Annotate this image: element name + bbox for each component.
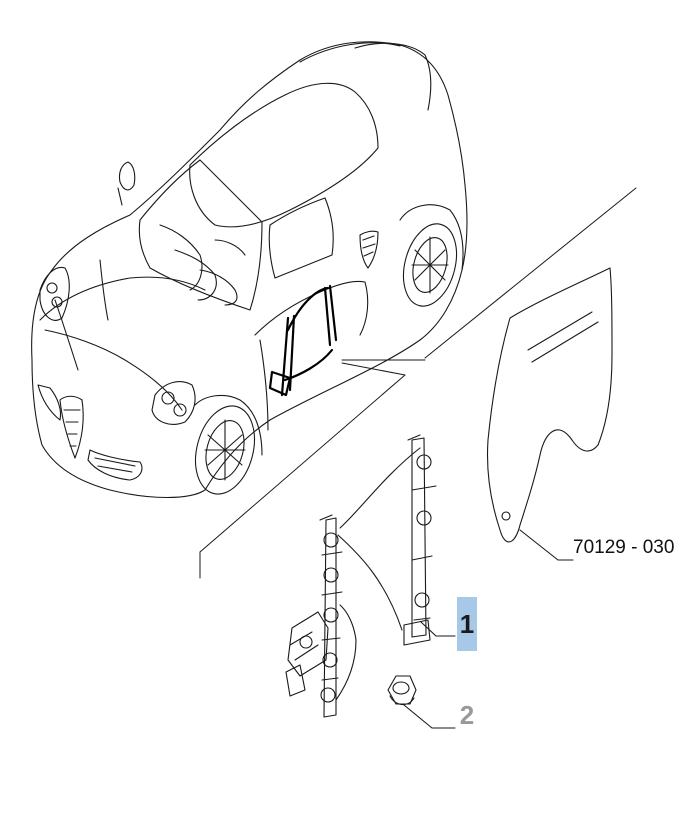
leader-lines <box>199 187 637 579</box>
callout-item-1: 1 <box>457 597 477 651</box>
door-glass-part <box>486 267 613 561</box>
callout-item-2: 2 <box>459 700 475 730</box>
car-illustration <box>31 41 468 499</box>
part-code-label: 70129 - 030 <box>573 537 675 558</box>
window-regulator-part <box>285 434 456 718</box>
nut-part <box>387 675 456 729</box>
